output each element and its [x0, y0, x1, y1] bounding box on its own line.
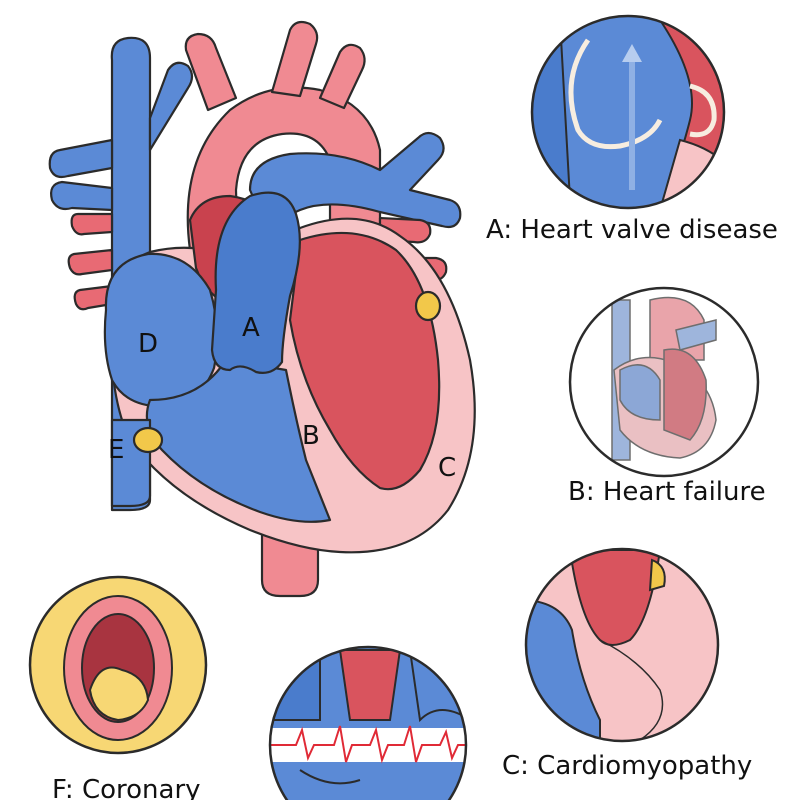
label-a: A — [242, 313, 260, 343]
caption-valve: A: Heart valve disease — [486, 215, 778, 245]
pulmonary-stub-1 — [70, 212, 114, 236]
failure-inset — [568, 286, 760, 478]
label-e: E — [108, 435, 124, 465]
label-d: D — [138, 329, 158, 359]
aorta-branch-1 — [184, 32, 238, 112]
coronary-fat-1 — [132, 426, 164, 454]
cardiomyopathy-inset — [524, 547, 720, 743]
arrhythmia-inset — [268, 645, 468, 804]
pulmonary-stub-3 — [73, 284, 114, 311]
vein-branch-lower — [50, 180, 114, 212]
right-atrium — [103, 252, 219, 408]
coronary-fat-2 — [414, 290, 442, 322]
caption-failure: B: Heart failure — [568, 477, 766, 507]
caption-cardiomyopathy: C: Cardiomyopathy — [502, 751, 752, 781]
aorta-branch-3 — [318, 43, 366, 110]
valve-inset — [530, 14, 726, 210]
label-c: C — [438, 453, 456, 483]
main-heart — [48, 20, 476, 598]
pulmonary-stub-2 — [67, 248, 114, 276]
vein-branch-upper2 — [148, 61, 194, 152]
caption-coronary: F: Coronary — [52, 775, 201, 800]
aorta-branch-2 — [270, 20, 319, 98]
valve-column — [210, 191, 301, 374]
vein-branch-upper — [48, 138, 114, 179]
label-b: B — [302, 421, 320, 451]
left-ventricle — [288, 231, 441, 491]
pulmonary-trunk — [248, 131, 462, 252]
coronary-inset — [28, 575, 208, 755]
